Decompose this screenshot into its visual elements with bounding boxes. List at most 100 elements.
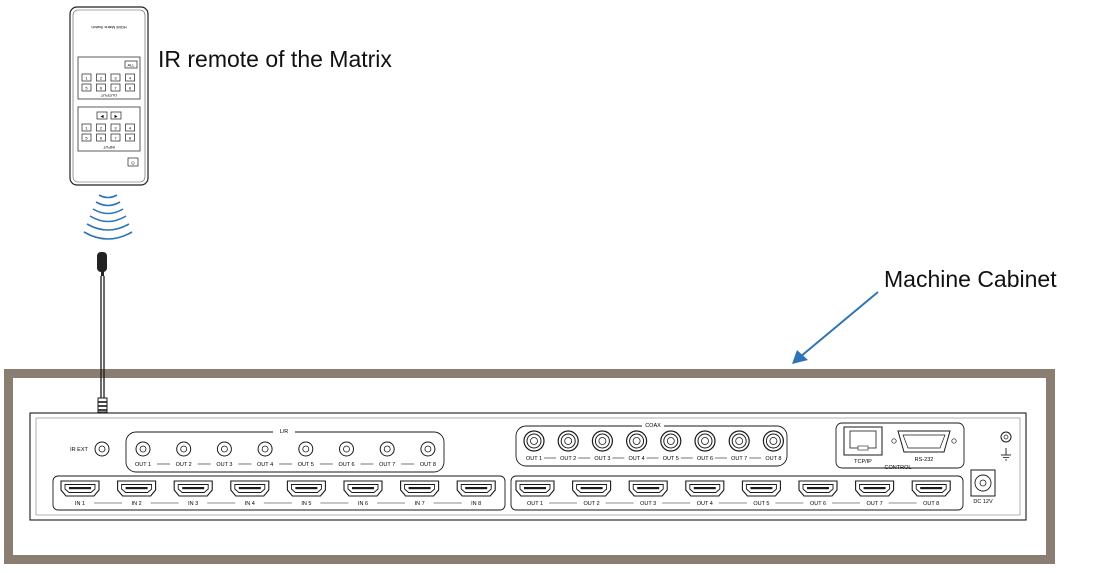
coax-out-label: OUT 8 — [765, 456, 781, 462]
remote-left-key[interactable]: ◀ — [96, 111, 108, 120]
hdmi-out-port-2[interactable] — [572, 480, 612, 497]
hdmi-out-port-6[interactable] — [798, 480, 838, 497]
hdmi-out-port-5[interactable] — [741, 480, 781, 497]
ir-out-label: OUT 1 — [135, 462, 151, 468]
coax-port-1[interactable] — [523, 430, 545, 452]
hdmi-in-port-4[interactable] — [230, 480, 270, 497]
coax-port-8[interactable] — [762, 430, 785, 452]
power-icon: ⏻ — [131, 161, 135, 166]
hdmi-in-label: IN 1 — [75, 501, 85, 507]
remote-right-key[interactable]: ▶ — [110, 111, 122, 120]
ir-out-port-8[interactable] — [420, 441, 436, 457]
hdmi-out-port-4[interactable] — [685, 480, 725, 497]
hdmi-out-port-1[interactable] — [515, 480, 555, 497]
cabinet-label: Machine Cabinet — [884, 266, 1057, 292]
hdmi-in-port-7[interactable] — [400, 480, 440, 497]
hdmi-in-port-1[interactable] — [60, 480, 100, 497]
ir-out-label: OUT 6 — [338, 462, 354, 468]
coax-port-2[interactable] — [557, 430, 579, 452]
coax-out-label: OUT 6 — [697, 456, 713, 462]
hdmi-in-label: IN 4 — [245, 501, 255, 507]
coax-port-3[interactable] — [591, 430, 614, 452]
remote-input-key-5[interactable]: 5 — [81, 133, 92, 142]
remote-output-key-label: 5 — [85, 86, 88, 91]
hdmi-in-label: IN 5 — [301, 501, 311, 507]
hdmi-in-port-3[interactable] — [173, 480, 213, 497]
remote-output-key-3[interactable]: 3 — [110, 73, 121, 82]
ir-out-port-1[interactable] — [135, 441, 151, 457]
remote-input-key-8[interactable]: 8 — [125, 133, 135, 142]
coax-port-5[interactable] — [660, 430, 682, 452]
hdmi-in-port-2[interactable] — [117, 480, 157, 497]
ir-out-port-2[interactable] — [176, 441, 192, 457]
remote-input-key-7[interactable]: 7 — [110, 133, 121, 142]
remote-output-key-label: 1 — [85, 76, 88, 81]
remote-label: IR remote of the Matrix — [158, 46, 392, 72]
remote-output-key-7[interactable]: 7 — [110, 83, 121, 92]
remote-input-key-4[interactable]: 4 — [125, 123, 135, 132]
remote-output-key-2[interactable]: 2 — [96, 73, 106, 82]
coax-port-6[interactable] — [694, 430, 716, 452]
ir-ext-label: IR EXT — [70, 447, 88, 453]
ir-out-port-4[interactable] — [257, 441, 273, 457]
ir-out-port-5[interactable] — [298, 441, 314, 457]
remote-output-key-label: 2 — [100, 76, 103, 81]
ir-out-label: OUT 2 — [176, 462, 192, 468]
hdmi-in-port-8[interactable] — [456, 480, 496, 497]
coax-port-7[interactable] — [728, 430, 750, 452]
rs232-port[interactable] — [891, 430, 957, 453]
control-label: CONTROL — [885, 465, 912, 471]
remote-output-key-5[interactable]: 5 — [81, 83, 92, 92]
ir-out-label: OUT 4 — [257, 462, 273, 468]
hdmi-in-label: IN 6 — [358, 501, 368, 507]
remote-output-key-6[interactable]: 6 — [96, 83, 106, 92]
ir-out-port-7[interactable] — [379, 441, 395, 457]
coax-out-label: OUT 4 — [629, 456, 645, 462]
coax-out-label: OUT 1 — [526, 456, 542, 462]
ir-out-label: OUT 3 — [216, 462, 232, 468]
remote-all-key[interactable]: ALL — [124, 60, 138, 69]
rs232-label: RS-232 — [915, 457, 934, 463]
hdmi-out-port-7[interactable] — [855, 480, 895, 497]
remote-all-label: ALL — [127, 63, 135, 68]
tcpip-port[interactable] — [843, 426, 883, 456]
remote-output-key-4[interactable]: 4 — [125, 73, 135, 82]
ir-signal-waves-icon — [83, 194, 133, 240]
remote-power-key[interactable]: ⏻ — [127, 157, 139, 167]
hdmi-in-port-5[interactable] — [286, 480, 326, 497]
remote-input-key-label: 8 — [129, 136, 132, 141]
hdmi-out-port-8[interactable] — [911, 480, 951, 497]
ir-receiver-cable — [97, 252, 108, 437]
hdmi-in-label: IN 3 — [188, 501, 198, 507]
remote-output-key-1[interactable]: 1 — [81, 73, 92, 82]
remote-input-caption: INPUT — [102, 145, 115, 150]
ir-out-label: OUT 7 — [379, 462, 395, 468]
ir-ext-port[interactable] — [94, 441, 110, 457]
hdmi-in-port-6[interactable] — [343, 480, 383, 497]
coax-port-4[interactable] — [625, 430, 648, 452]
ir-out-port-6[interactable] — [339, 441, 354, 457]
remote-output-key-label: 4 — [129, 76, 132, 81]
remote-input-key-label: 6 — [100, 136, 103, 141]
hdmi-out-port-3[interactable] — [628, 480, 668, 497]
dc-power-port[interactable] — [970, 469, 996, 497]
dc-power-label: DC 12V — [973, 499, 993, 505]
hdmi-in-label: IN 2 — [132, 501, 142, 507]
hdmi-out-label: OUT 1 — [527, 501, 543, 507]
ir-out-label: OUT 8 — [420, 462, 436, 468]
ir-out-port-3[interactable] — [216, 441, 232, 457]
remote-input-key-3[interactable]: 3 — [110, 123, 121, 132]
remote-input-key-6[interactable]: 6 — [96, 133, 106, 142]
hdmi-out-label: OUT 2 — [584, 501, 600, 507]
remote-right-label: ▶ — [114, 114, 118, 119]
remote-input-key-1[interactable]: 1 — [81, 123, 92, 132]
coax-out-label: OUT 2 — [560, 456, 576, 462]
remote-input-key-2[interactable]: 2 — [96, 123, 106, 132]
remote-output-caption: OUTPUT — [100, 93, 117, 98]
remote-input-key-label: 1 — [85, 126, 88, 131]
ground-terminal-icon — [1000, 431, 1012, 461]
machine-cabinet — [4, 369, 1055, 564]
remote-output-key-8[interactable]: 8 — [125, 83, 135, 92]
